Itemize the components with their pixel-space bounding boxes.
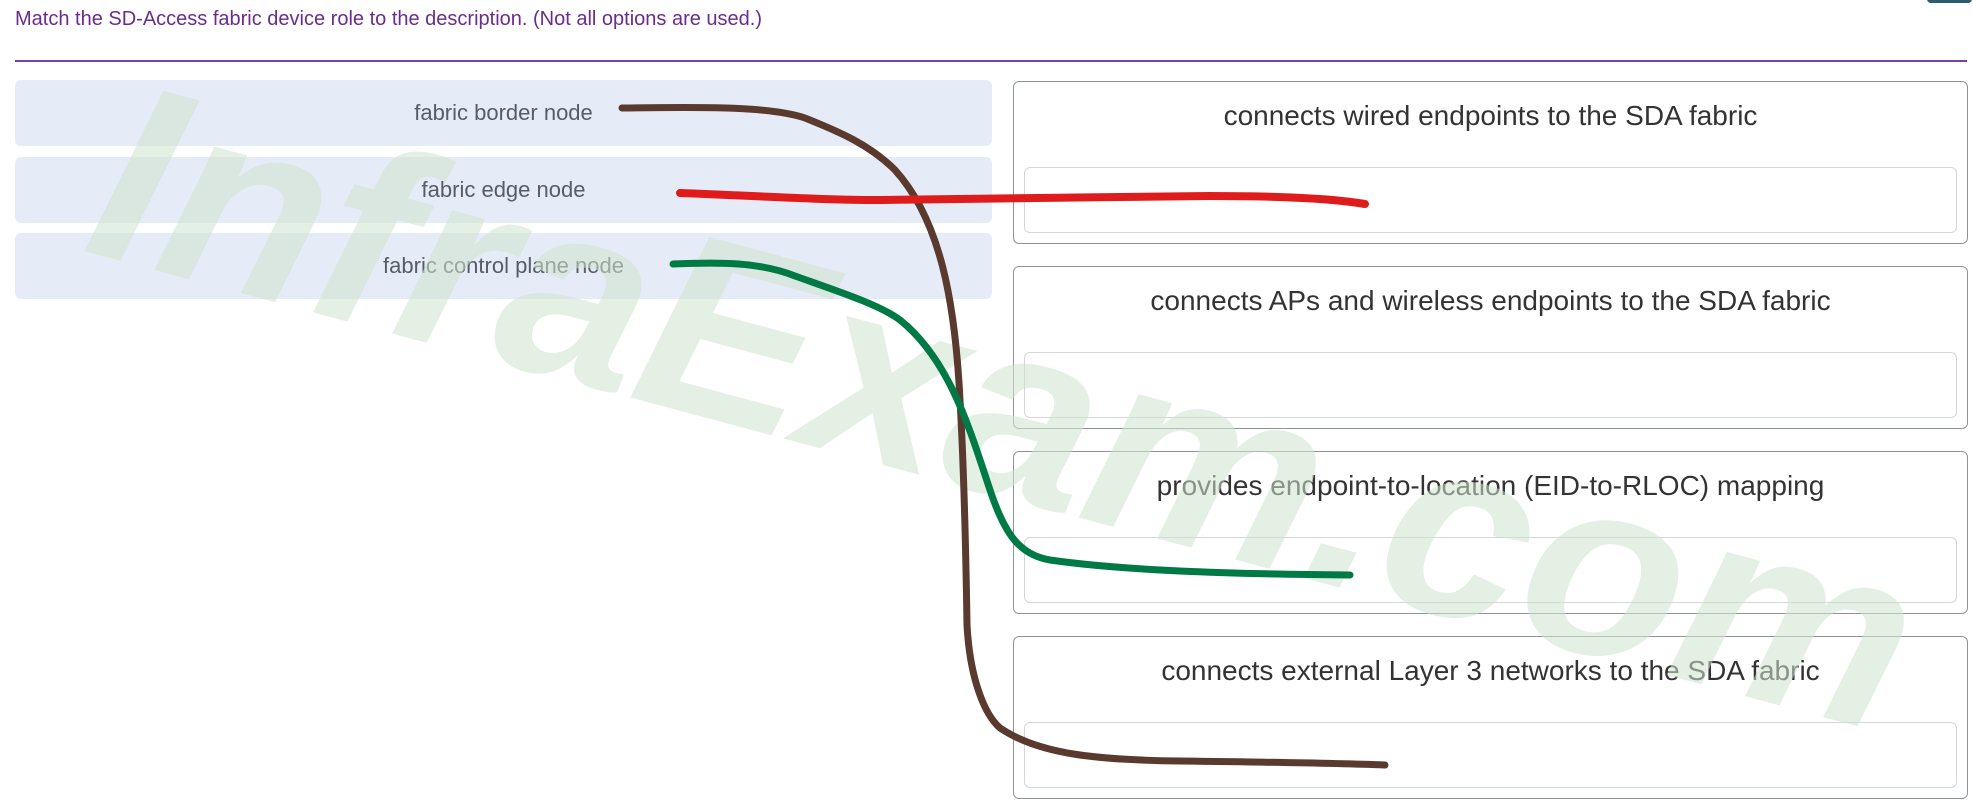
- target-description: connects APs and wireless endpoints to t…: [1150, 285, 1831, 316]
- target-description: connects external Layer 3 networks to th…: [1161, 655, 1820, 686]
- option-fabric-border-node[interactable]: fabric border node: [15, 80, 992, 146]
- target-description: provides endpoint-to-location (EID-to-RL…: [1156, 470, 1825, 501]
- question-instructions: Match the SD-Access fabric device role t…: [15, 8, 763, 30]
- drop-zone[interactable]: [1024, 167, 1957, 233]
- option-fabric-control-plane-node[interactable]: fabric control plane node: [15, 233, 992, 299]
- target-external-layer3: connects external Layer 3 networks to th…: [1013, 636, 1968, 799]
- header-divider: [15, 60, 1967, 62]
- target-wireless-endpoints: connects APs and wireless endpoints to t…: [1013, 266, 1968, 429]
- drop-zone[interactable]: [1024, 537, 1957, 603]
- drop-zone[interactable]: [1024, 722, 1957, 788]
- drop-zone[interactable]: [1024, 352, 1957, 418]
- target-eid-rloc-mapping: provides endpoint-to-location (EID-to-RL…: [1013, 451, 1968, 614]
- top-right-corner-button[interactable]: [1927, 0, 1972, 3]
- option-fabric-edge-node[interactable]: fabric edge node: [15, 157, 992, 223]
- target-description: connects wired endpoints to the SDA fabr…: [1223, 100, 1758, 131]
- target-wired-endpoints: connects wired endpoints to the SDA fabr…: [1013, 81, 1968, 244]
